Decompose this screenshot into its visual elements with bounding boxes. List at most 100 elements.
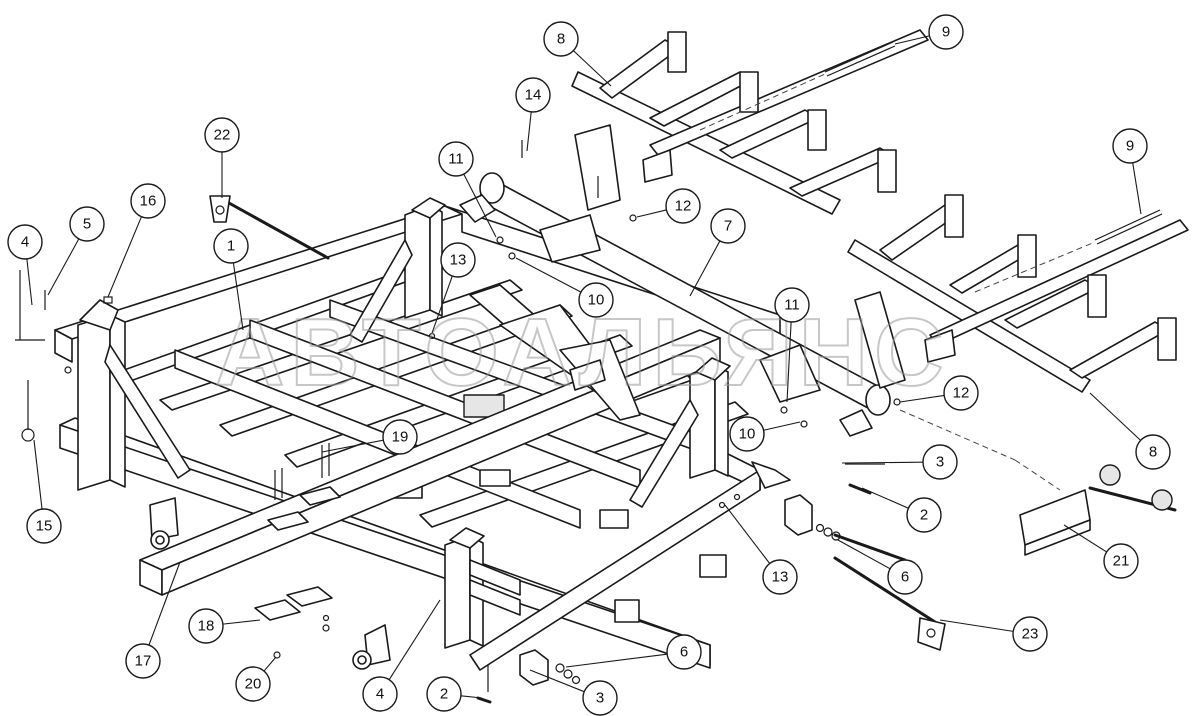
harrow-section-lower [847,194,1189,393]
callout-leader-line [899,394,945,403]
callout-number: 23 [1022,626,1039,643]
callout-leader-line [26,258,33,306]
callout-circle [943,375,979,411]
callout-number: 17 [135,653,152,670]
callout-circle [26,508,62,544]
callout-circle [125,643,161,679]
callout-leader-line [388,599,441,680]
callout-number: 20 [245,676,262,693]
callout-number: 19 [392,429,409,446]
pin-4-left [15,270,113,442]
callout-circle [213,228,249,264]
callout-3: 3 [841,444,958,480]
bolts-19 [274,443,330,500]
callout-leader-line [222,619,261,625]
callout-circle [382,419,418,455]
callout-circle [7,224,43,260]
callout-1: 1 [213,228,249,331]
callout-13: 13 [431,242,476,334]
callout-13: 13 [724,504,798,595]
rod-22 [209,195,330,260]
callout-circle [1103,543,1139,579]
callout-21: 21 [1063,524,1139,579]
callout-11: 11 [774,287,810,403]
callout-circle [188,608,224,644]
callout-number: 4 [376,686,384,703]
callout-4: 4 [362,599,441,712]
callout-leader-line [841,461,924,464]
hub-assembly-21 [899,409,1177,556]
callout-4: 4 [7,224,43,306]
callout-number: 12 [953,385,970,402]
callout-number: 6 [901,569,909,586]
callout-leader-line [786,321,792,403]
callout-leader-line [1063,524,1107,553]
callout-number: 22 [214,127,231,144]
callout-number: 18 [198,618,215,635]
callout-number: 12 [675,198,692,215]
callout-number: 11 [784,297,800,314]
callout-circle [666,634,702,670]
callout-leader-line [1132,162,1142,215]
callout-leader-line [33,439,43,510]
callout-number: 1 [227,238,235,255]
callout-number: 13 [450,252,467,269]
callout-number: 9 [1126,138,1134,155]
callout-leader-line [529,669,585,693]
rod-23 [833,556,946,651]
callout-circle [515,77,551,113]
callout-circle [762,559,798,595]
small-fasteners [428,140,901,509]
bracket-right [519,461,813,686]
callout-circle [69,206,105,242]
callout-leader-line [689,240,721,297]
callout-circle [438,141,474,177]
callout-12: 12 [899,375,979,411]
rod-6 [555,523,907,685]
callout-circle [543,21,579,57]
callout-leader-line [460,695,483,699]
callout-leader-line [526,111,532,152]
callout-number: 21 [1113,553,1130,570]
callout-11: 11 [438,141,497,238]
callout-circle [887,559,923,595]
callout-number: 3 [596,690,604,707]
callout-8: 8 [1089,392,1171,470]
callout-23: 23 [939,616,1048,652]
callout-6: 6 [565,634,702,670]
callout-leader-line [565,653,668,668]
callout-12: 12 [636,188,701,224]
callout-18: 18 [188,608,261,644]
callout-leader-line [232,262,244,331]
callout-circle [774,287,810,323]
callout-circle [729,416,765,452]
pads [254,486,341,659]
callout-number: 11 [448,151,464,168]
callout-5: 5 [47,206,105,296]
callout-circle [204,117,240,153]
rear-left-tower [349,197,446,343]
callout-number: 10 [739,426,756,443]
callout-9: 9 [1112,128,1148,215]
callout-17: 17 [125,561,181,679]
harrow-section-upper [571,29,929,215]
callout-10: 10 [515,257,614,318]
callout-leader-line [861,487,909,509]
callout-circle [906,497,942,533]
callout-leader-line [463,173,497,238]
callout-3: 3 [529,669,618,716]
callout-circle [922,444,958,480]
callout-number: 16 [140,193,157,210]
callout-leader-line [47,238,80,296]
callout-8: 8 [543,21,612,87]
callout-number: 7 [724,218,732,235]
front-tower [352,527,521,670]
callout-number: 5 [83,216,91,233]
mounting-arms [469,284,641,421]
callout-leader-line [573,50,612,87]
callout-circle [1012,616,1048,652]
callout-14: 14 [515,77,551,152]
callout-9: 9 [894,14,964,50]
callout-circle [1135,434,1171,470]
